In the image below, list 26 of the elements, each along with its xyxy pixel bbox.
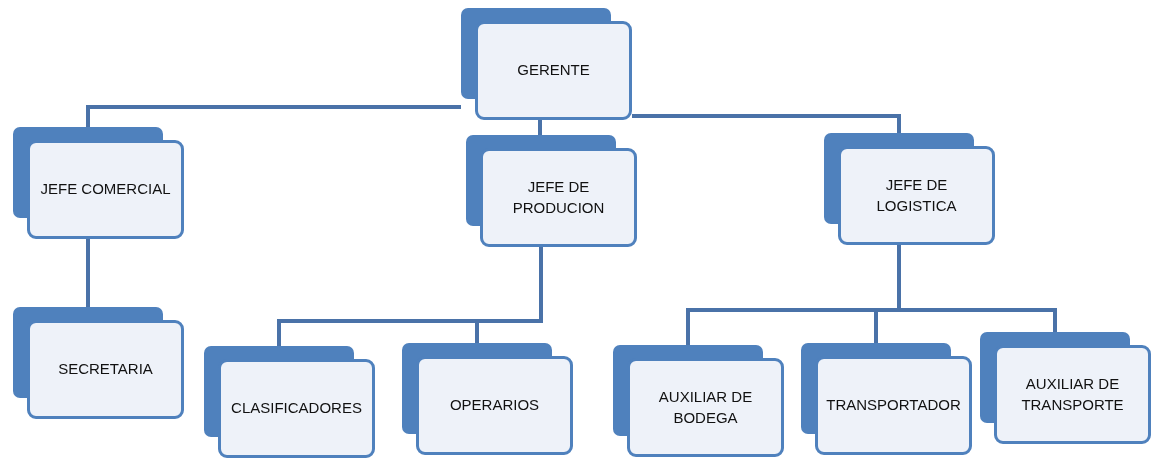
org-box [980,332,1151,444]
connector-line [86,105,461,127]
org-box [13,307,184,419]
connector-line [86,239,90,307]
org-box [824,133,995,245]
org-box [466,135,637,247]
box-label: JEFE COMERCIAL [40,179,171,200]
box-label: TRANSPORTADOR [826,395,961,416]
org-box [204,346,375,458]
connector-line [475,247,543,343]
box-label: GERENTE [517,60,590,81]
org-box [402,343,573,455]
box-label: CLASIFICADORES [231,398,362,419]
box-label: OPERARIOS [449,395,540,416]
box-label: SECRETARIA [58,359,153,380]
box-label: JEFE DE LOGISTICA [875,175,958,216]
connector-line [897,245,1057,332]
box-label: AUXILIAR DE BODEGA [657,387,754,428]
connector-line [632,114,901,133]
org-box [613,345,784,457]
connector-line [538,120,542,135]
box-label: AUXILIAR DE TRANSPORTE [1020,374,1125,415]
org-box [13,127,184,239]
org-box [801,343,972,455]
org-box [461,8,632,120]
box-label: JEFE DE PRODUCION [511,177,606,218]
